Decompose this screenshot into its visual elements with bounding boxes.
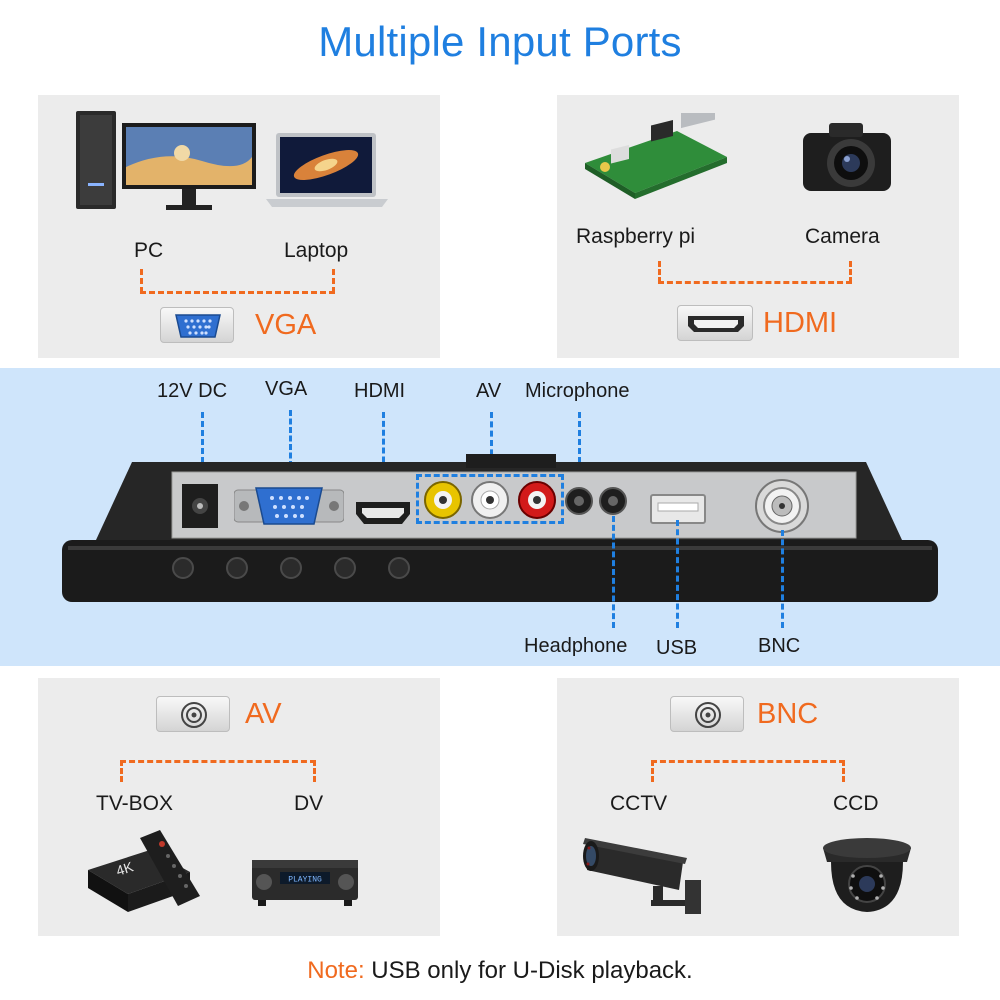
- pointer-line: [578, 412, 581, 490]
- device-label-tv-box: TV-BOX: [96, 792, 174, 815]
- device-label-cctv: CCTV: [610, 792, 668, 815]
- bnc-panel: BNC CCTV CCD: [557, 678, 959, 936]
- connector-line: [120, 760, 316, 763]
- connector-line: [842, 760, 845, 782]
- hdmi-connector-icon: [688, 316, 744, 332]
- hdmi-panel: Raspberry pi Camera HDMI: [557, 95, 959, 358]
- connector-line: [140, 291, 335, 294]
- bnc-connector-icon: [695, 702, 721, 728]
- connector-line: [120, 760, 123, 782]
- pointer-line: [201, 412, 204, 490]
- footnote: Note: USB only for U-Disk playback.: [0, 957, 1000, 985]
- pointer-line: [612, 516, 615, 628]
- pointer-line: [781, 530, 784, 628]
- device-label-camera: Camera: [805, 225, 880, 248]
- port-label-av: AV: [245, 698, 282, 730]
- hdmi-port-icon: [356, 502, 410, 524]
- device-label-laptop: Laptop: [284, 239, 349, 262]
- laptop-icon: [266, 133, 388, 207]
- port-label-av-rear: AV: [476, 380, 502, 402]
- dv-player-icon: PLAYING: [252, 860, 358, 906]
- port-label-headphone: Headphone: [524, 635, 628, 657]
- port-label-12v-dc: 12V DC: [157, 380, 228, 402]
- bnc-port-chip: [670, 696, 744, 732]
- port-label-bnc-panel: BNC: [757, 698, 819, 730]
- svg-text:PLAYING: PLAYING: [288, 876, 322, 885]
- av-panel: AV TV-BOX DV 4K PLAYING: [38, 678, 440, 936]
- cctv-camera-icon: [583, 838, 701, 914]
- svg-text:4K: 4K: [114, 858, 136, 879]
- port-label-hdmi: HDMI: [763, 307, 838, 339]
- usb-port-icon: [650, 494, 706, 524]
- raspberry-pi-board-icon: [585, 113, 727, 199]
- device-label-pc: PC: [134, 239, 164, 262]
- dome-camera-icon: [823, 838, 911, 912]
- desktop-pc-icon: [76, 111, 256, 210]
- camera-icon: [803, 123, 891, 191]
- tv-box-icon: 4K: [88, 830, 200, 912]
- av-port-group: [416, 474, 564, 524]
- vga-connector-icon: [175, 314, 221, 338]
- av-ports-icon: [424, 481, 556, 519]
- vga-port-chip: [160, 307, 234, 343]
- connector-line: [140, 269, 143, 293]
- port-label-vga-rear: VGA: [265, 378, 308, 400]
- port-label-bnc: BNC: [758, 635, 801, 657]
- note-prefix: Note:: [307, 957, 365, 984]
- pointer-line: [490, 412, 493, 474]
- pointer-line: [289, 410, 292, 484]
- av-connector-icon: [181, 702, 207, 728]
- bnc-port-icon: [755, 479, 809, 533]
- port-label-hdmi-rear: HDMI: [354, 380, 406, 402]
- device-label-raspberry-pi: Raspberry pi: [576, 225, 696, 248]
- port-label-vga: VGA: [255, 309, 317, 341]
- connector-line: [313, 760, 316, 782]
- hdmi-port-chip: [677, 305, 753, 341]
- headphone-jack-icon: [599, 487, 627, 515]
- device-label-ccd: CCD: [833, 792, 879, 815]
- page-title: Multiple Input Ports: [318, 18, 682, 65]
- vga-panel: PC Laptop VGA: [38, 95, 440, 358]
- dc-jack-icon: [182, 484, 218, 528]
- connector-line: [658, 261, 661, 283]
- vga-port-icon: [234, 487, 344, 525]
- microphone-jack-icon: [565, 487, 593, 515]
- connector-line: [332, 269, 335, 293]
- av-port-chip: [156, 696, 230, 732]
- connector-line: [658, 281, 852, 284]
- connector-line: [651, 760, 845, 763]
- pointer-line: [382, 412, 385, 498]
- connector-line: [849, 261, 852, 283]
- connector-line: [651, 760, 654, 782]
- port-label-microphone: Microphone: [525, 380, 630, 402]
- pointer-line: [676, 520, 679, 628]
- port-label-usb: USB: [656, 637, 698, 659]
- note-text: USB only for U-Disk playback.: [364, 957, 693, 984]
- device-label-dv: DV: [294, 792, 324, 815]
